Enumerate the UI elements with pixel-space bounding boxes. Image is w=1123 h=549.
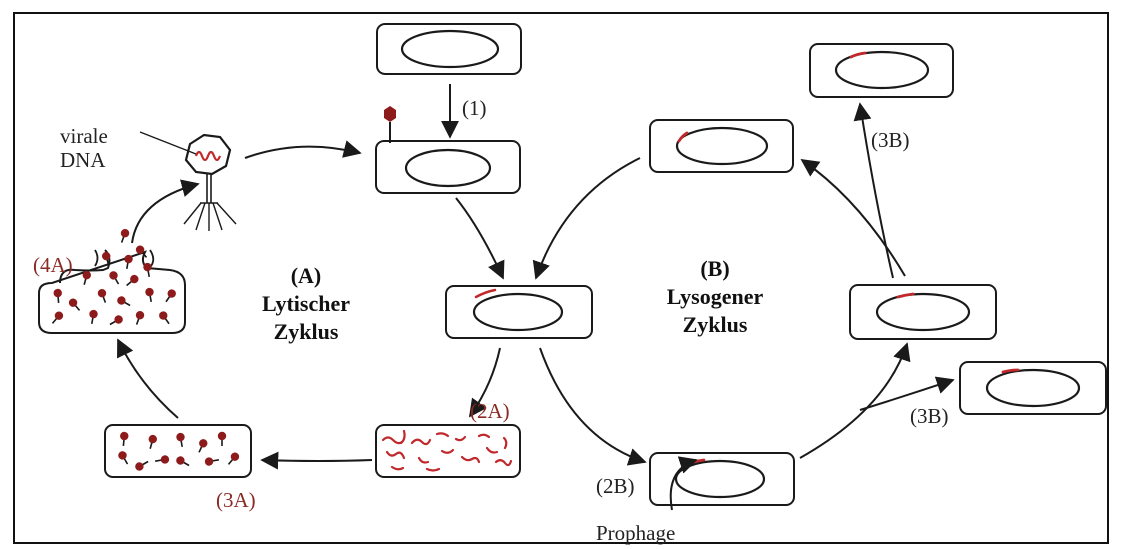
viral-dna-fragment-icon	[381, 429, 513, 472]
cell-lysing	[38, 226, 186, 334]
diagram-border	[13, 12, 1109, 544]
step-1-label: (1)	[462, 96, 487, 120]
prophage-label: Prophage	[596, 521, 676, 545]
step-3a-label: (3A)	[216, 488, 256, 512]
step-3b-top-label: (3B)	[871, 128, 910, 152]
cell-dna-injected	[445, 285, 593, 339]
cell-lysogenic-1	[649, 119, 794, 173]
attaching-phage-icon	[384, 106, 396, 143]
lytic-cycle-title: (A) Lytischer Zyklus	[262, 263, 350, 344]
cycle-arrows	[117, 84, 955, 511]
viral-dna-label: virale DNA	[60, 124, 108, 172]
step-2b-label: (2B)	[596, 474, 635, 498]
cell-infected	[375, 140, 521, 194]
cell-lysogenic-2	[849, 284, 997, 340]
cell-lysogenic-3b-top	[809, 43, 954, 98]
lysogenic-cycle-title: (B) Lysogener Zyklus	[666, 256, 764, 337]
cell-replicated-dna	[375, 424, 521, 478]
viral-dna-pointer	[139, 131, 197, 155]
step-2a-label: (2A)	[470, 399, 510, 423]
step-3b-bottom-label: (3B)	[910, 404, 949, 428]
bacteriophage-icon	[183, 133, 237, 231]
cell-assembled-phages	[104, 424, 252, 478]
cell-lysogenic-3b-bottom	[959, 361, 1107, 415]
cell-initial	[376, 23, 522, 75]
step-4a-label: (4A)	[33, 253, 73, 277]
